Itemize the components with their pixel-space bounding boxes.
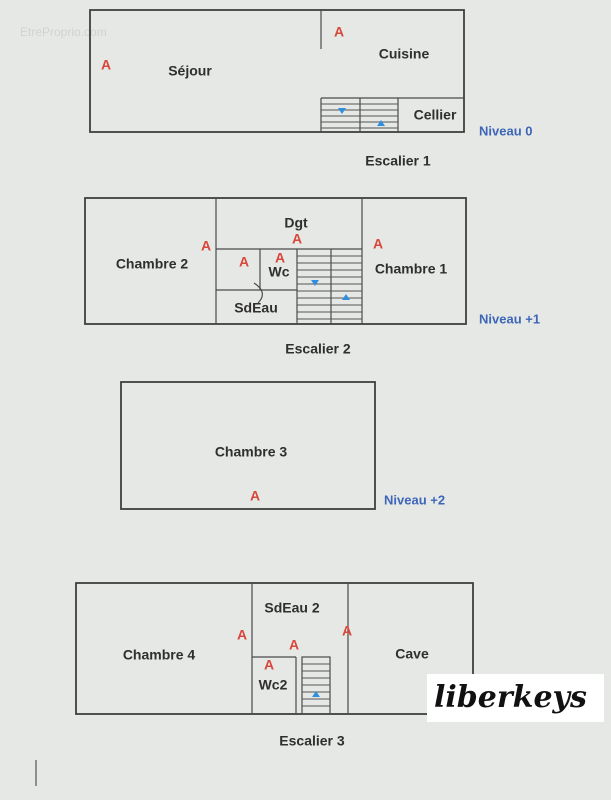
marker-a: A	[373, 236, 383, 252]
marker-a: A	[101, 57, 111, 73]
room-label-sdeau: SdEau	[234, 300, 278, 316]
stairs-up-arrow	[342, 294, 350, 300]
marker-a: A	[342, 623, 352, 639]
floor-level-0: Séjour Cuisine Cellier A A	[89, 9, 465, 133]
brand-logo: liberkeys	[427, 674, 604, 722]
level-label-2: Niveau +2	[384, 492, 445, 507]
stairs-up-arrow	[377, 120, 385, 126]
marker-a: A	[237, 627, 247, 643]
marker-a: A	[289, 637, 299, 653]
marker-a: A	[250, 488, 260, 504]
level-label-0: Niveau 0	[479, 123, 532, 138]
staircase-label-1: Escalier 1	[365, 153, 431, 169]
marker-a: A	[201, 238, 211, 254]
staircase-label-2: Escalier 2	[285, 341, 351, 357]
floor-outline	[75, 582, 474, 715]
staircase-3-treads	[301, 656, 331, 715]
door-swing	[253, 282, 263, 304]
room-label-sejour: Séjour	[168, 63, 212, 79]
logo-background	[427, 674, 604, 722]
room-label-chambre-3: Chambre 3	[215, 444, 288, 460]
level-label-1: Niveau +1	[479, 311, 540, 326]
room-label-cellier: Cellier	[414, 107, 457, 123]
floor-outline	[89, 9, 465, 133]
marker-a: A	[264, 657, 274, 673]
room-label-wc: Wc	[269, 264, 290, 280]
room-label-chambre-4: Chambre 4	[123, 647, 196, 663]
marker-a: A	[334, 24, 344, 40]
watermark: EtreProprio.com	[20, 25, 107, 39]
stairs-down-arrow	[338, 108, 346, 114]
stairs-down-arrow	[311, 280, 319, 286]
staircase-1-treads	[321, 98, 398, 132]
marker-a: A	[239, 254, 249, 270]
room-label-cave: Cave	[395, 646, 429, 662]
floor-outline	[120, 381, 376, 510]
marker-a: A	[292, 231, 302, 247]
room-label-wc2: Wc2	[259, 677, 288, 693]
logo-text: liberkeys	[434, 680, 587, 715]
floor-basement: Chambre 4 SdEau 2 Cave Wc2 A A A A	[75, 582, 474, 715]
room-label-chambre-1: Chambre 1	[375, 261, 448, 277]
staircase-label-3: Escalier 3	[279, 733, 345, 749]
marker-a: A	[275, 250, 285, 266]
floor-level-2: Chambre 3 A	[120, 381, 376, 510]
room-label-chambre-2: Chambre 2	[116, 256, 189, 272]
floor-outline	[84, 197, 467, 325]
staircase-2-treads	[297, 249, 362, 324]
floor-level-1: Chambre 2 Dgt Chambre 1 Wc SdEau A A A A…	[84, 197, 467, 325]
room-label-sdeau-2: SdEau 2	[264, 600, 319, 616]
room-label-cuisine: Cuisine	[379, 46, 430, 62]
room-label-dgt: Dgt	[284, 215, 308, 231]
stairs-up-arrow	[312, 691, 320, 697]
